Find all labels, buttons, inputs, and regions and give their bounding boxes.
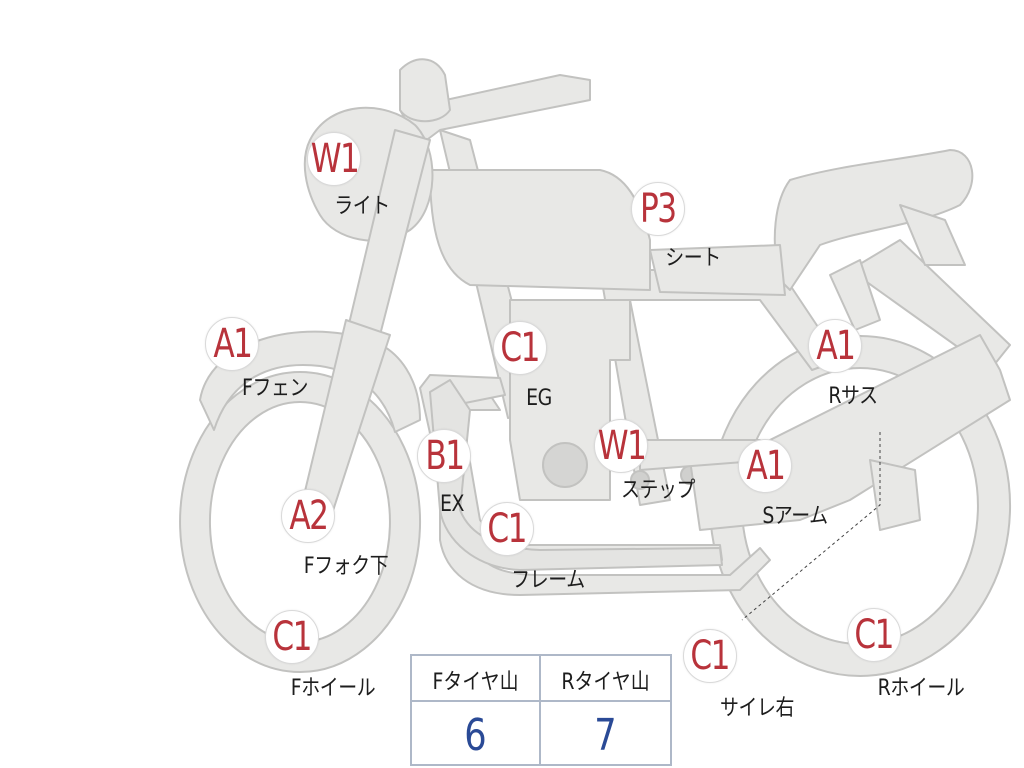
side-cover <box>649 244 786 296</box>
marker-light: W1 <box>307 132 361 186</box>
marker-code: W1 <box>597 423 646 469</box>
marker-exhaust: B1 <box>417 429 471 483</box>
marker-code: C1 <box>487 506 528 552</box>
label-light: ライト <box>334 194 390 219</box>
tire-table-header-row <box>412 656 670 702</box>
label-rear-wheel: Rホイール <box>877 676 965 701</box>
engine-cover <box>542 442 588 488</box>
label-step: ステップ <box>621 478 695 503</box>
label-silencer-right: サイレ右 <box>720 696 794 721</box>
label-exhaust: EX <box>439 492 465 517</box>
marker-code: A1 <box>815 323 856 369</box>
mirror <box>399 58 451 123</box>
marker-code: W1 <box>310 136 359 182</box>
rear-tire-header: Rタイヤ山 <box>561 670 650 695</box>
marker-code: P3 <box>640 186 677 232</box>
marker-frame: C1 <box>480 502 534 556</box>
marker-code: C1 <box>854 612 895 658</box>
label-rear-suspension: Rサス <box>828 384 878 409</box>
label-front-fork-lower: Fフォク下 <box>303 554 389 579</box>
marker-rear-suspension: A1 <box>808 319 862 373</box>
marker-front-fork-lower: A2 <box>281 489 335 543</box>
marker-code: A1 <box>212 321 253 367</box>
marker-code: A1 <box>745 443 786 489</box>
exhaust-pipe <box>429 379 723 571</box>
label-frame: フレーム <box>511 568 585 593</box>
marker-code: B1 <box>424 433 465 479</box>
rear-fender <box>849 239 1011 371</box>
marker-rear-wheel: C1 <box>847 608 901 662</box>
marker-code: C1 <box>500 325 541 371</box>
marker-seat: P3 <box>631 182 685 236</box>
tire-tread-table: Fタイヤ山 6 Rタイヤ山 7 <box>410 654 672 766</box>
marker-step: W1 <box>594 419 648 473</box>
front-tire-value: 6 <box>464 710 487 761</box>
label-front-wheel: Fホイール <box>290 676 376 701</box>
frame-rear <box>599 269 841 506</box>
rear-tire-column: Rタイヤ山 7 <box>541 656 670 764</box>
marker-front-fender: A1 <box>205 317 259 371</box>
marker-code: C1 <box>272 614 313 660</box>
label-front-fender: Fフェン <box>242 376 308 401</box>
front-tire-header: Fタイヤ山 <box>432 670 519 695</box>
marker-swing-arm: A1 <box>738 439 792 493</box>
silencer-leader-line <box>741 432 881 621</box>
label-seat: シート <box>665 246 721 271</box>
marker-code: A2 <box>288 493 329 539</box>
marker-code: C1 <box>690 633 731 679</box>
rear-tire-value: 7 <box>594 710 617 761</box>
marker-front-wheel: C1 <box>265 610 319 664</box>
front-tire-column: Fタイヤ山 6 <box>412 656 541 764</box>
label-swing-arm: Sアーム <box>762 504 828 529</box>
fuel-tank <box>429 169 651 291</box>
marker-silencer-right: C1 <box>683 629 737 683</box>
marker-engine: C1 <box>493 321 547 375</box>
seat-rail <box>829 259 881 331</box>
label-engine: EG <box>526 386 552 411</box>
